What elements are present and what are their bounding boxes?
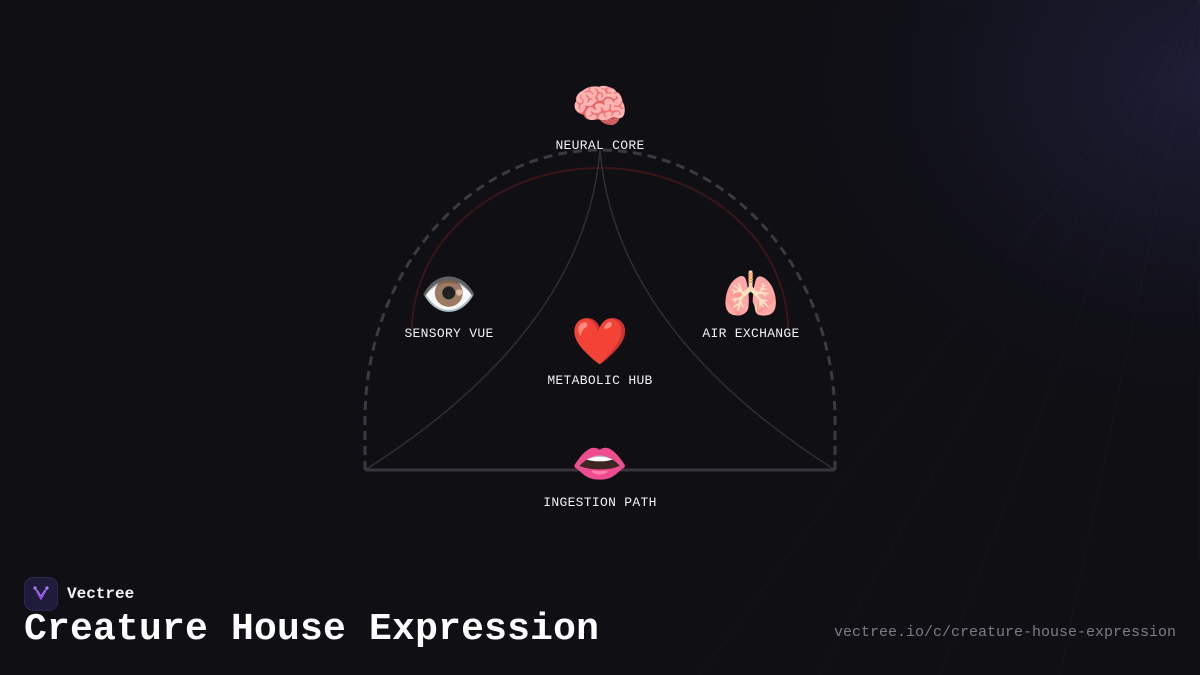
eye-icon: 👁️ [420, 267, 478, 321]
lungs-icon: 🫁 [722, 267, 780, 321]
node-ingestion-path: 👄 INGESTION PATH [510, 437, 690, 510]
outer-arch [363, 148, 837, 470]
curve-left [364, 149, 601, 471]
vectree-logo-icon [24, 577, 58, 611]
node-label: SENSORY VUE [404, 326, 494, 341]
curve-right [599, 149, 836, 471]
node-sensory-vue: 👁️ SENSORY VUE [359, 268, 539, 341]
inner-arc [411, 167, 789, 331]
node-label: AIR EXCHANGE [702, 326, 800, 341]
heart-icon: ❤️ [571, 314, 629, 368]
node-label: INGESTION PATH [543, 495, 657, 510]
brand: Vectree [24, 577, 134, 611]
page-title: Creature House Expression [24, 608, 600, 651]
brand-name: Vectree [67, 585, 135, 603]
mouth-icon: 👄 [571, 436, 629, 490]
node-metabolic-hub: ❤️ METABOLIC HUB [510, 315, 690, 388]
node-neural-core: 🧠 NEURAL CORE [510, 80, 690, 153]
node-label: NEURAL CORE [555, 138, 645, 153]
source-url[interactable]: vectree.io/c/creature-house-expression [833, 624, 1176, 641]
node-air-exchange: 🫁 AIR EXCHANGE [661, 268, 841, 341]
brain-icon: 🧠 [571, 79, 629, 133]
node-label: METABOLIC HUB [547, 373, 653, 388]
